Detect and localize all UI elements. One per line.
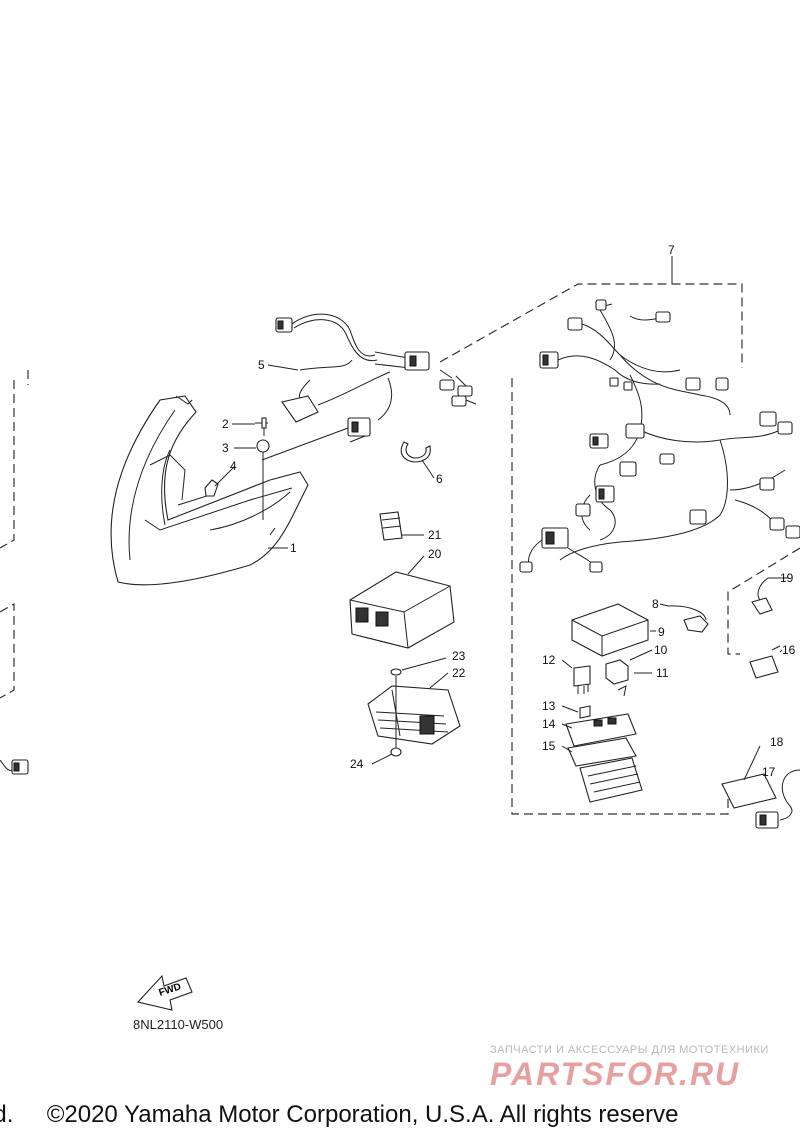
cable-band [400, 441, 431, 463]
left-dashed-boundary [0, 370, 29, 699]
callout-17: 17 [762, 765, 776, 779]
callout-15: 15 [542, 739, 556, 753]
watermark-logo: PARTSFOR.RU [490, 1056, 741, 1092]
callout-9: 9 [658, 625, 665, 639]
callout-6: 6 [436, 472, 443, 486]
callout-1: 1 [290, 541, 297, 555]
copyright-notice: ed. ©2020 Yamaha Motor Corporation, U.S.… [0, 1101, 679, 1128]
fuse-box-parts [565, 603, 709, 803]
callout-19: 19 [780, 571, 794, 585]
callout-10: 10 [654, 643, 668, 657]
leader-lines [214, 364, 783, 781]
callout-24: 24 [350, 757, 364, 771]
main-harness-wires [519, 299, 800, 573]
regulator-parts [367, 668, 461, 757]
bolt-parts [204, 417, 270, 520]
callout-4: 4 [230, 459, 237, 473]
headlight-cowl [110, 395, 309, 586]
callout-3: 3 [222, 441, 229, 455]
callout-2: 2 [222, 417, 229, 431]
callout-20: 20 [428, 547, 442, 561]
callout-18: 18 [770, 735, 784, 749]
left-connector [0, 759, 29, 775]
right-side-parts [721, 547, 800, 829]
fwd-arrow-icon [136, 974, 193, 1011]
harness-connectors [439, 369, 477, 407]
callout-12: 12 [542, 653, 556, 667]
watermark-tagline: ЗАПЧАСТИ И АКСЕССУАРЫ ДЛЯ МОТОТЕХНИКИ [490, 1044, 769, 1056]
callout-21: 21 [428, 528, 442, 542]
drawing-code: 8NL2110-W500 [133, 1017, 224, 1032]
callout-22: 22 [452, 666, 466, 680]
callout-16: 16 [782, 643, 796, 657]
callout-7: 7 [668, 243, 675, 257]
headlight-harness [261, 313, 430, 461]
callout-13: 13 [542, 699, 556, 713]
callout-11: 11 [656, 666, 669, 680]
main-harness-box [439, 256, 743, 815]
callout-14: 14 [542, 717, 556, 731]
callout-23: 23 [452, 649, 466, 663]
callout-labels: 1 2 3 4 5 6 7 8 9 10 11 12 13 14 15 16 1… [222, 243, 796, 779]
callout-5: 5 [258, 358, 265, 372]
callout-8: 8 [652, 597, 659, 611]
ecu-parts [349, 511, 455, 649]
